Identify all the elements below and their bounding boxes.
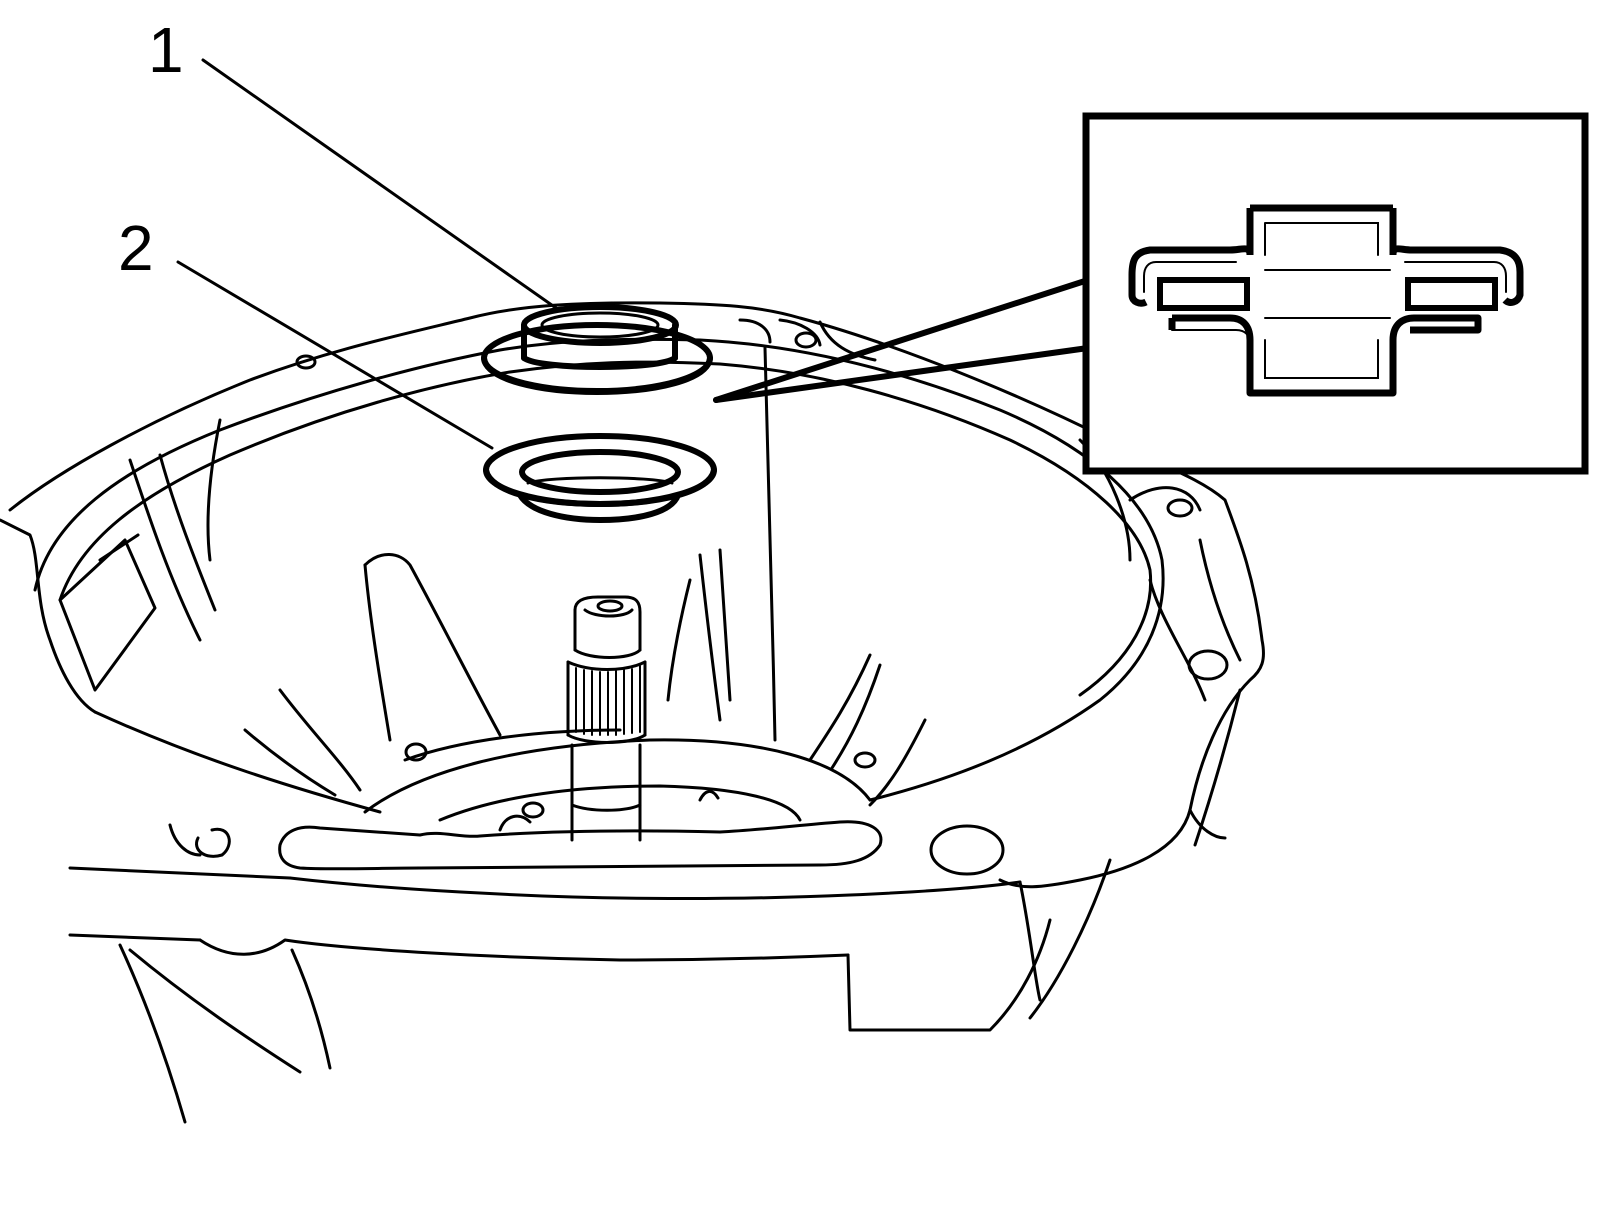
bolt-hole xyxy=(853,751,877,769)
leader-line-2 xyxy=(176,260,494,450)
bolt-holes xyxy=(168,331,1229,876)
bolt-hole xyxy=(295,354,317,370)
bolt-hole xyxy=(521,801,545,819)
leader-lines xyxy=(176,58,1091,450)
housing-interior-ribs xyxy=(58,318,1242,847)
seal-cross-section-icon xyxy=(1128,204,1524,397)
bolt-hole xyxy=(1166,498,1194,518)
callout-label-2: 2 xyxy=(118,212,154,284)
housing-outer-flange xyxy=(0,301,1265,1124)
leader-line-1 xyxy=(201,58,558,310)
input-shaft xyxy=(363,595,872,842)
bolt-hole xyxy=(794,331,818,349)
detail-inset xyxy=(1082,112,1589,475)
detail-wedge-upper xyxy=(713,277,1091,403)
bolt-hole xyxy=(195,827,231,858)
seal-part-2 xyxy=(483,433,717,523)
seal-part-1 xyxy=(481,304,713,395)
detail-wedge-lower xyxy=(713,345,1091,403)
bolt-hole xyxy=(929,824,1005,876)
bolt-hole xyxy=(1187,649,1229,681)
callout-label-1: 1 xyxy=(148,14,184,86)
